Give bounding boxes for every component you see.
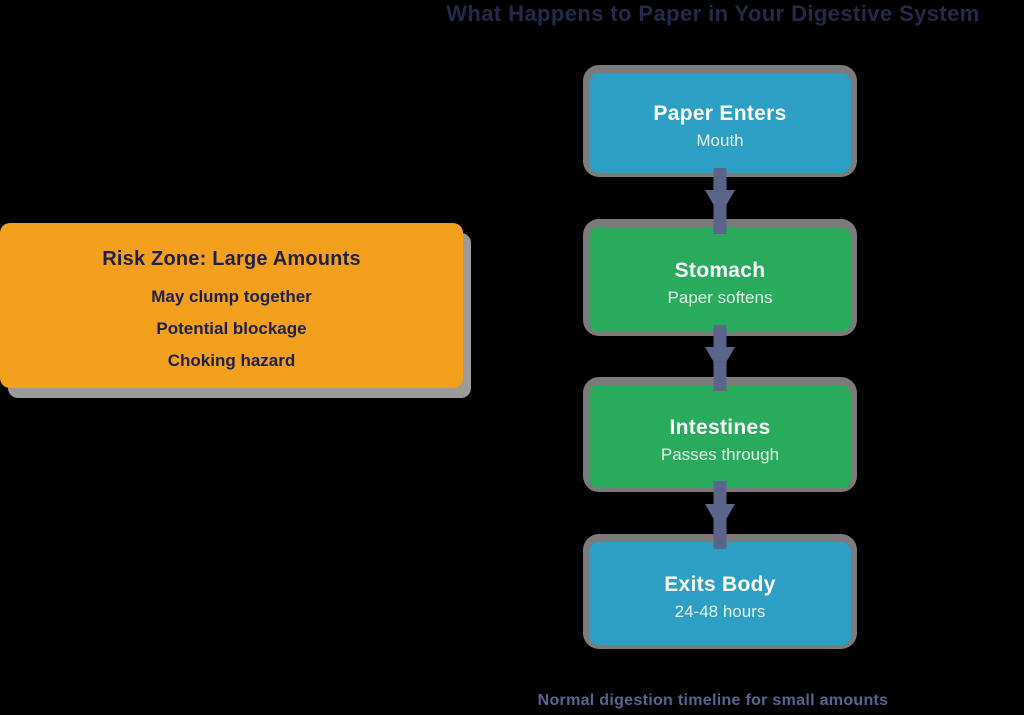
flow-step-paper-enters: Paper Enters Mouth — [589, 73, 851, 173]
flow-step-sublabel: Paper softens — [667, 287, 773, 307]
flow-step-label: Stomach — [674, 258, 766, 282]
risk-zone-panel: Risk Zone: Large Amounts May clump toget… — [0, 223, 463, 388]
risk-zone-item: Potential blockage — [156, 319, 307, 338]
flow-step-intestines: Intestines Passes through — [589, 385, 851, 488]
caption: Normal digestion timeline for small amou… — [537, 692, 889, 709]
flow-step-sublabel: 24-48 hours — [674, 601, 766, 621]
flow-arrow-down-icon — [703, 325, 737, 391]
flow-step-sublabel: Passes through — [660, 444, 780, 464]
risk-zone-title: Risk Zone: Large Amounts — [102, 248, 361, 270]
flow-step-stomach: Stomach Paper softens — [589, 227, 851, 332]
flow-step-exits-body: Exits Body 24-48 hours — [589, 542, 851, 645]
flow-step-label: Exits Body — [664, 572, 776, 596]
risk-zone-item: May clump together — [151, 287, 312, 306]
risk-zone-item: Choking hazard — [167, 351, 296, 370]
diagram-title: What Happens to Paper in Your Digestive … — [446, 1, 980, 26]
flow-step-label: Paper Enters — [653, 102, 787, 125]
flow-step-label: Intestines — [669, 415, 771, 439]
flow-step-sublabel: Mouth — [696, 131, 744, 150]
flow-arrow-down-icon — [703, 481, 737, 549]
flow-arrow-down-icon — [703, 168, 737, 234]
